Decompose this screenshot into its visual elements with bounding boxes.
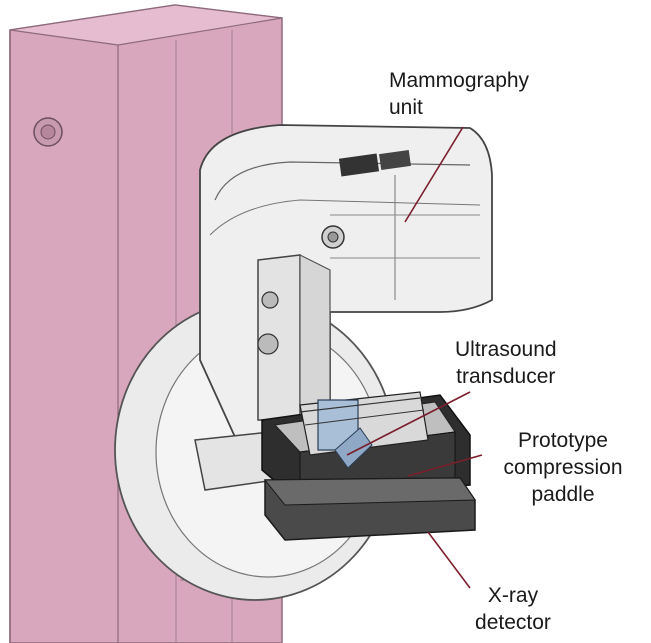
label-compression-paddle-line1: Prototype [488, 427, 638, 454]
label-mammography-unit: Mammography unit [389, 67, 529, 121]
label-mammography-unit-line2: unit [389, 94, 529, 121]
label-ultrasound-transducer: Ultrasound transducer [455, 336, 557, 390]
label-ultrasound-transducer-line2: transducer [455, 363, 557, 390]
leader-xray-detector [428, 532, 470, 588]
label-mammography-unit-line1: Mammography [389, 67, 529, 94]
label-compression-paddle-line2: compression [488, 454, 638, 481]
xray-detector-shape [265, 478, 475, 540]
label-compression-paddle: Prototype compression paddle [488, 427, 638, 508]
label-ultrasound-transducer-line1: Ultrasound [455, 336, 557, 363]
label-compression-paddle-line3: paddle [488, 481, 638, 508]
label-xray-detector: X-ray detector [463, 582, 563, 636]
label-xray-detector-line2: detector [463, 609, 563, 636]
label-xray-detector-line1: X-ray [463, 582, 563, 609]
